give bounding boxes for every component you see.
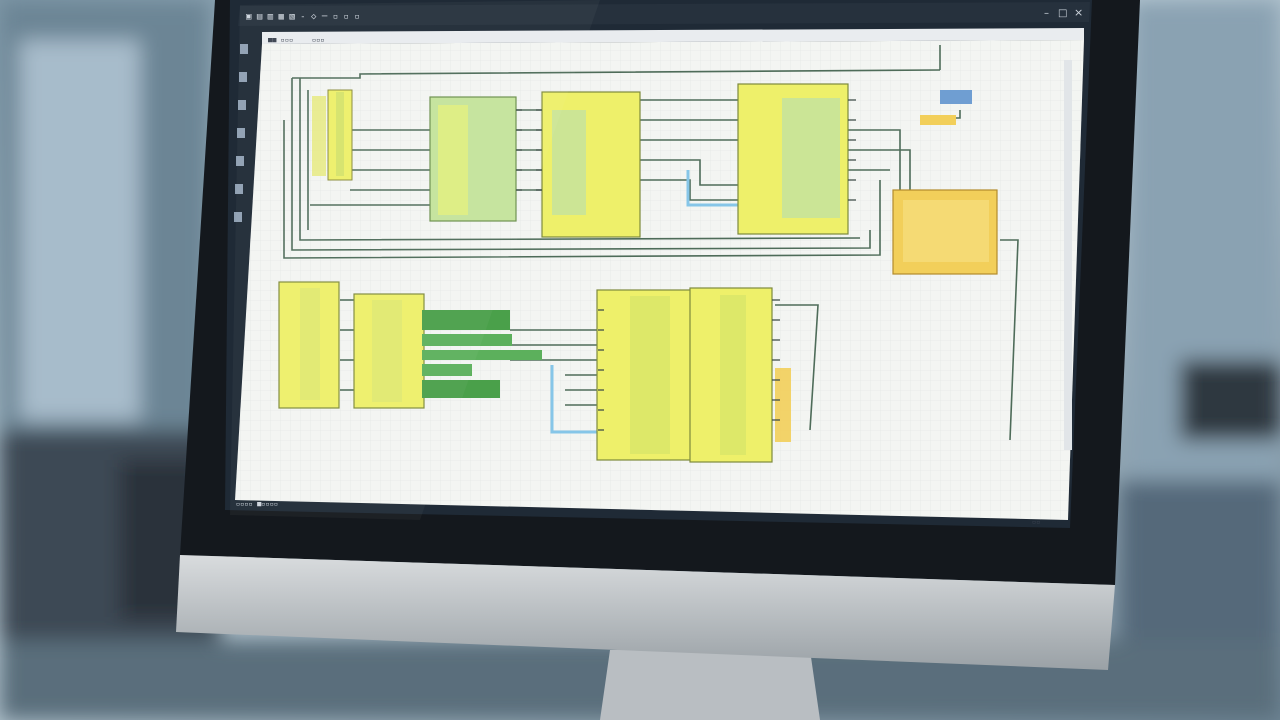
status-bar: ▫▫▫▫ ■▫▫▫▫ ▫▫ bbox=[236, 500, 1040, 526]
toolbar: ■■ ▫▫▫ ▫▫▫ bbox=[262, 28, 1084, 44]
component[interactable] bbox=[353, 293, 425, 409]
component[interactable] bbox=[920, 115, 956, 125]
vertical-scrollbar[interactable] bbox=[1064, 60, 1072, 450]
status-text-right: ▫▫ bbox=[1032, 518, 1040, 526]
component[interactable] bbox=[422, 310, 542, 398]
bus-icon[interactable] bbox=[236, 156, 244, 166]
component[interactable] bbox=[689, 287, 773, 463]
component[interactable] bbox=[596, 289, 698, 461]
monitor-stand bbox=[600, 650, 820, 720]
component[interactable] bbox=[541, 91, 641, 238]
window-title: ▣ ▤ ▥ ▦ ▧ - ◇ ─ ▫ ▫ ▫ bbox=[246, 12, 360, 22]
app-window: ▣ ▤ ▥ ▦ ▧ - ◇ ─ ▫ ▫ ▫ – □ × ■■ ▫▫▫ ▫▫▫ bbox=[225, 0, 1092, 528]
screen-glare bbox=[230, 0, 600, 520]
component[interactable] bbox=[775, 368, 791, 442]
highlight-nets bbox=[550, 170, 740, 434]
component[interactable] bbox=[327, 89, 353, 181]
tool-sidebar bbox=[234, 44, 248, 222]
cursor-icon[interactable] bbox=[240, 44, 248, 54]
component[interactable] bbox=[278, 281, 340, 409]
component[interactable] bbox=[892, 189, 998, 275]
components bbox=[278, 83, 998, 463]
nets bbox=[283, 45, 1019, 441]
title-bar: ▣ ▤ ▥ ▦ ▧ - ◇ ─ ▫ ▫ ▫ – □ × bbox=[238, 2, 1090, 26]
document-tab[interactable]: ■■ ▫▫▫ bbox=[268, 36, 293, 44]
wire-icon[interactable] bbox=[239, 72, 247, 82]
minimize-button[interactable]: – bbox=[1044, 8, 1049, 19]
net-label-icon[interactable] bbox=[237, 128, 245, 138]
power-icon[interactable] bbox=[235, 184, 243, 194]
maximize-button[interactable]: □ bbox=[1058, 8, 1067, 19]
document-tab-2[interactable]: ▫▫▫ bbox=[312, 36, 325, 44]
component-icon[interactable] bbox=[238, 100, 246, 110]
close-button[interactable]: × bbox=[1074, 6, 1083, 19]
component[interactable] bbox=[737, 83, 849, 235]
component[interactable] bbox=[429, 96, 517, 222]
probe-icon[interactable] bbox=[234, 212, 242, 222]
pin-stubs bbox=[516, 99, 856, 431]
status-text: ▫▫▫▫ ■▫▫▫▫ bbox=[236, 500, 278, 508]
component[interactable] bbox=[940, 90, 972, 104]
